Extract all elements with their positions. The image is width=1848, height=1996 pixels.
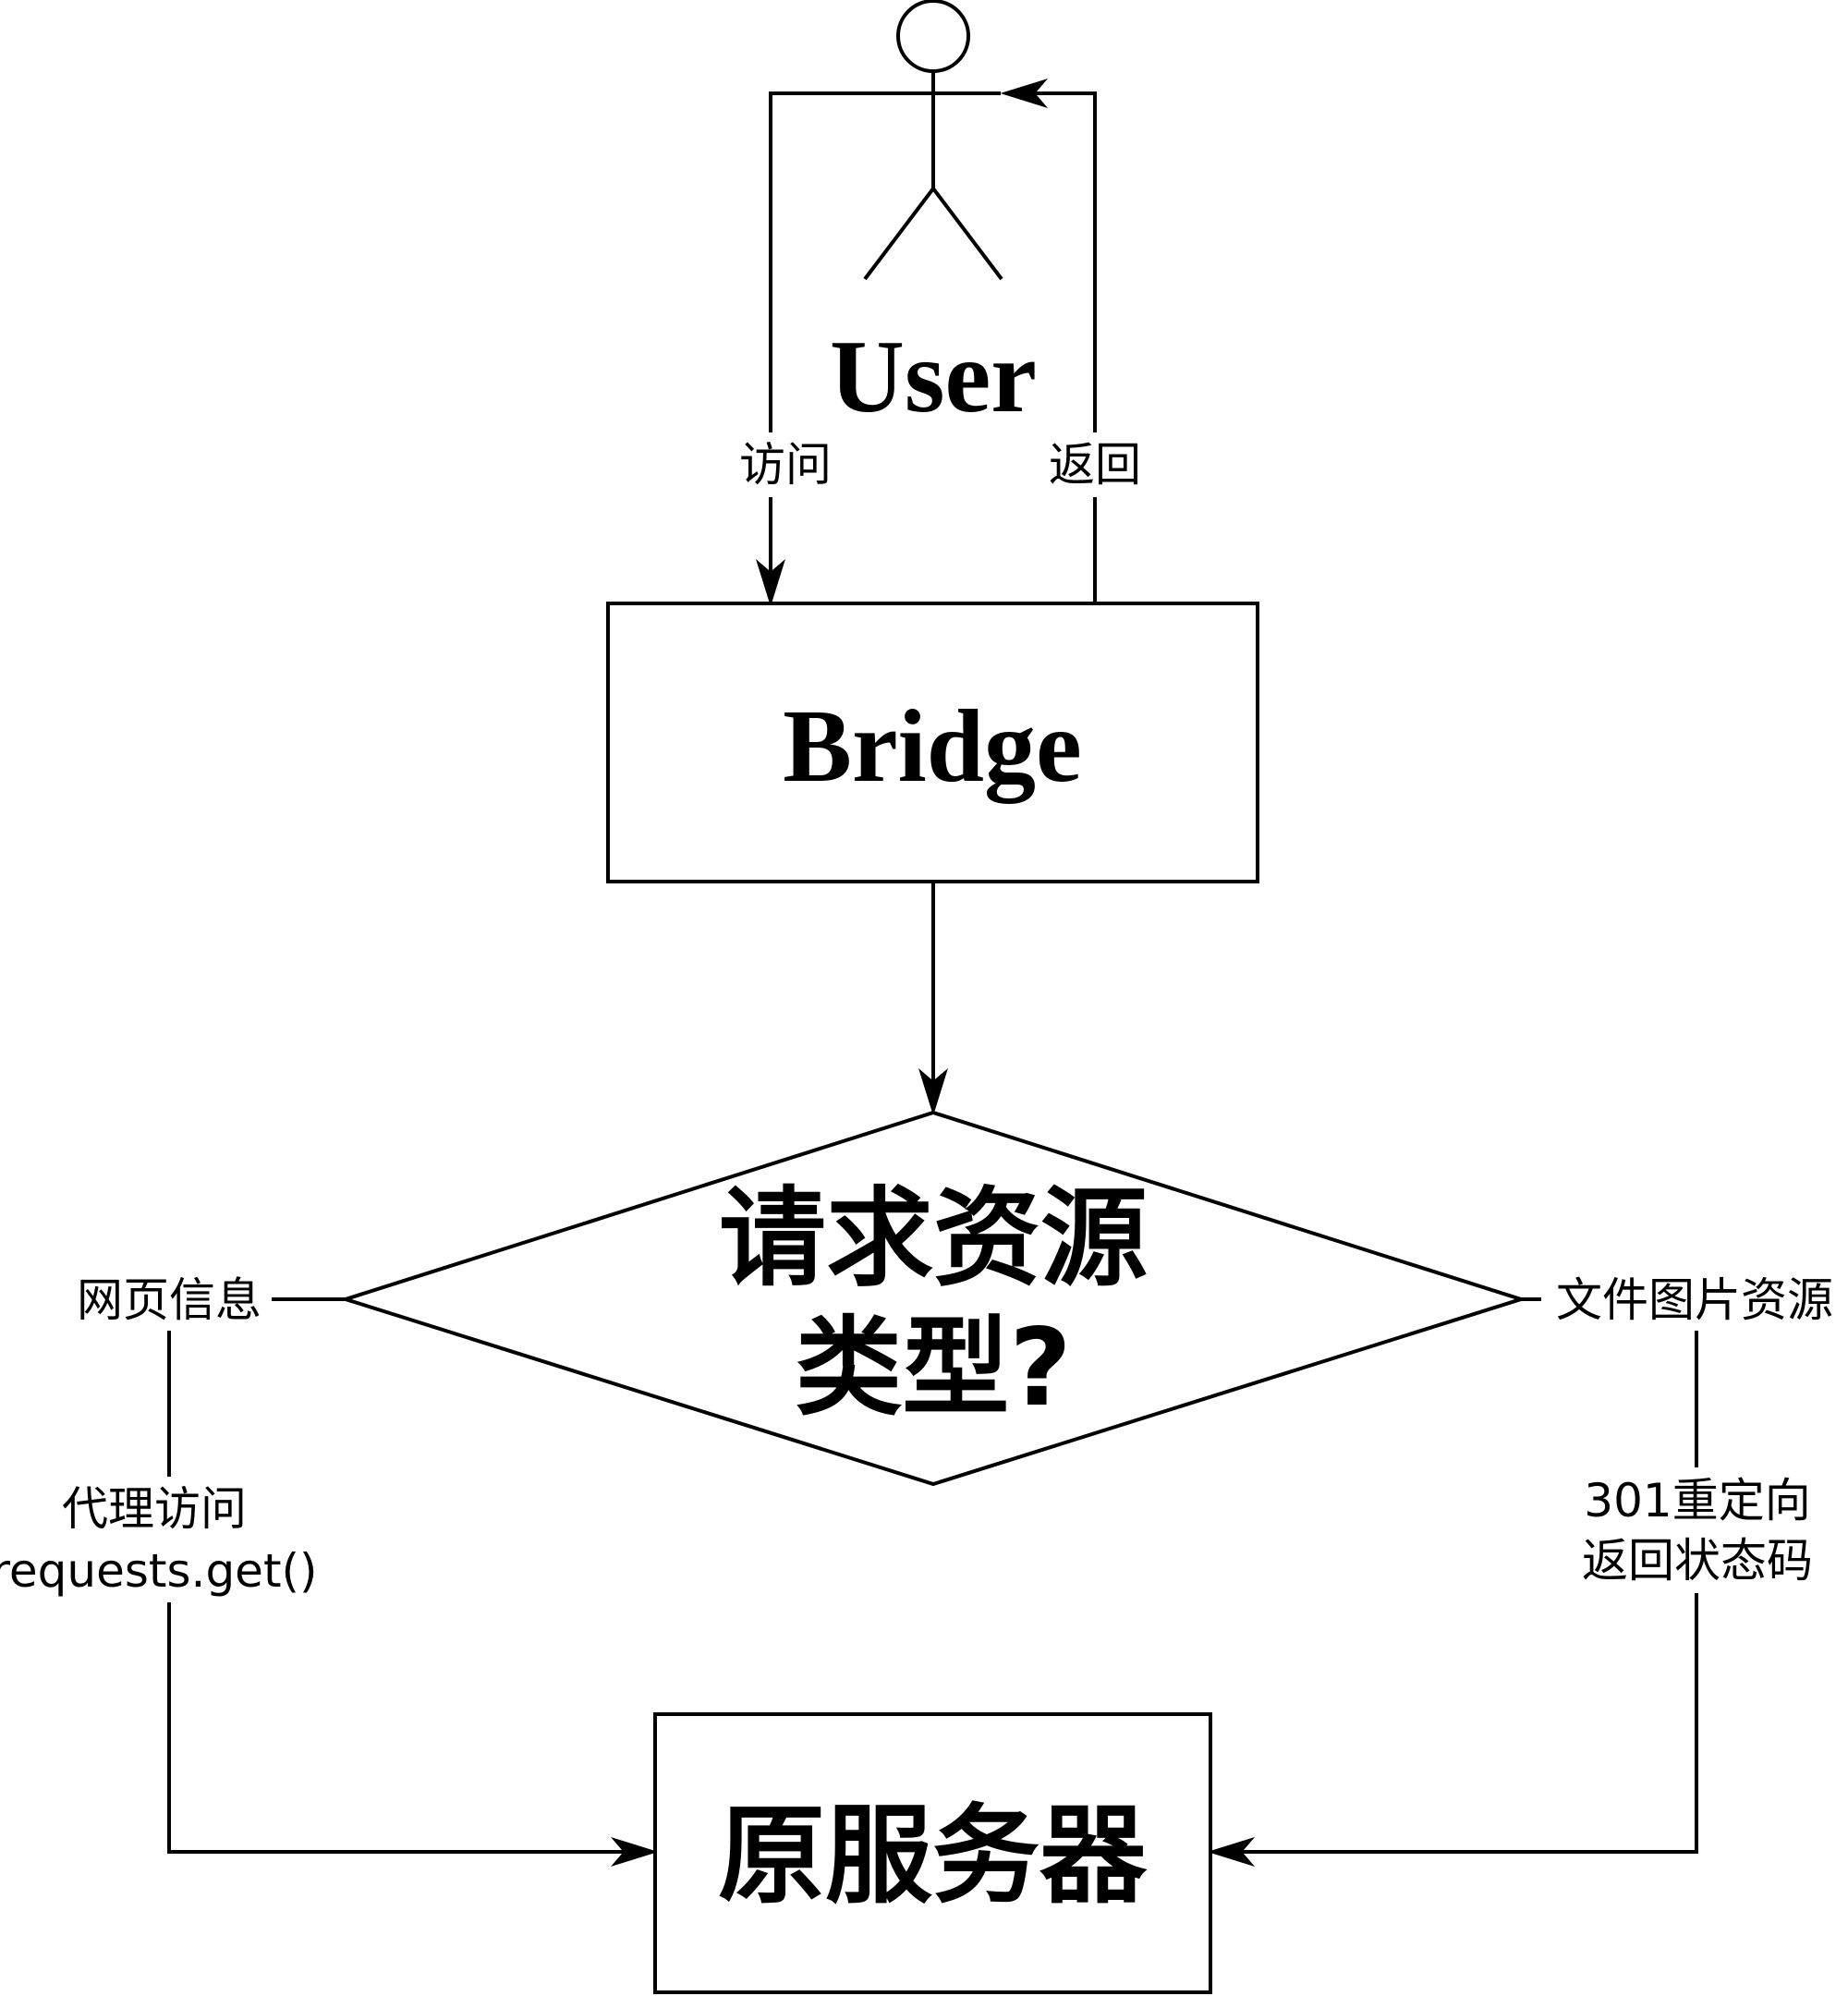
arrow-left-icon: [1000, 79, 1049, 108]
decision-label-line2: 类型?: [795, 1306, 1071, 1430]
decision-diamond: [339, 1110, 1527, 1487]
actor-head: [896, 0, 970, 73]
decision-label-line1: 请求资源: [719, 1176, 1148, 1301]
edge-visit-label: 访问: [739, 438, 832, 492]
edge-proxy-label-line2: requests.get(): [0, 1544, 318, 1598]
actor-right-leg: [931, 187, 1003, 281]
edge-redirect-label-line2: 返回状态码: [1582, 1534, 1813, 1588]
arrow-down-icon: [756, 558, 785, 607]
edge-redirect-label-line1: 301重定向: [1584, 1474, 1810, 1527]
edge-bridge-to-decision: [918, 882, 948, 1116]
bridge-node: Bridge: [606, 602, 1259, 883]
arrow-right-icon: [610, 1837, 659, 1867]
origin-server-label: 原服务器: [718, 1794, 1148, 1918]
origin-server-box: [653, 1712, 1212, 1994]
edge-web-info-label: 网页信息: [77, 1273, 261, 1327]
edge-visit-line: [769, 91, 933, 580]
edge-file-image-label-bg: [1541, 1268, 1848, 1331]
arrow-down-icon: [918, 1067, 948, 1116]
edge-redirect-label-bg: [1563, 1467, 1831, 1593]
edge-web-info-label-bg: [65, 1268, 272, 1331]
edge-file-image-label: 文件图片资源: [1556, 1273, 1833, 1327]
bridge-label: Bridge: [783, 689, 1082, 804]
origin-server-node: 原服务器: [653, 1712, 1212, 1994]
actor-label: User: [830, 320, 1037, 434]
edge-return: 返回: [1000, 79, 1149, 603]
edge-proxy-label-bg: [0, 1477, 314, 1602]
bridge-box: [606, 602, 1259, 883]
edge-visit: 访问: [730, 91, 933, 607]
user-actor: User: [830, 0, 1037, 434]
edge-proxy-label-line1: 代理访问: [62, 1482, 247, 1536]
arrow-left-icon: [1207, 1837, 1256, 1867]
edge-return-label-bg: [1040, 432, 1149, 497]
edge-file-image: 文件图片资源 301重定向 返回状态码: [1207, 1268, 1848, 1867]
edge-web-info: 网页信息 代理访问 requests.get(): [0, 1268, 659, 1867]
edge-visit-label-bg: [730, 432, 811, 497]
actor-left-leg: [863, 187, 935, 281]
edge-return-label: 返回: [1049, 438, 1141, 492]
decision-node: 请求资源 类型?: [339, 1110, 1527, 1487]
